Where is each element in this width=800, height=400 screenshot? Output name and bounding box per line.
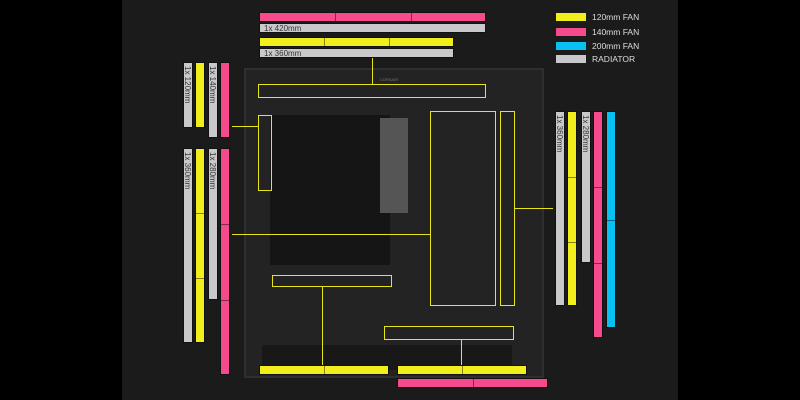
top-120mm-fans-bar bbox=[259, 37, 454, 47]
top-mount-outline bbox=[258, 84, 486, 98]
top-360mm-radiator-bar: 1x 360mm bbox=[259, 48, 454, 58]
front-mount-outline bbox=[500, 111, 515, 306]
front-200mm-fans-bar bbox=[606, 111, 616, 328]
bottom-120mm-fans-bar-left bbox=[259, 365, 389, 375]
rear-leader-line bbox=[232, 126, 258, 127]
rear-140mm-fan-bar bbox=[220, 62, 230, 138]
bottom-left-leader-line bbox=[322, 287, 323, 365]
front-360mm-radiator-bar: 1x 360mm bbox=[555, 111, 565, 306]
legend-swatch-gray bbox=[556, 55, 586, 63]
bottom-mount-outline-left bbox=[272, 275, 392, 287]
bottom-right-leader-line bbox=[461, 340, 462, 365]
front-120mm-fans-bar bbox=[567, 111, 577, 306]
bottom-mount-outline-right bbox=[384, 326, 514, 340]
legend-item-radiator: RADIATOR bbox=[556, 54, 635, 64]
legend-swatch-cyan bbox=[556, 42, 586, 50]
bottom-140mm-fans-bar bbox=[397, 378, 548, 388]
side-mount-outline bbox=[430, 111, 496, 306]
legend-label: 140mm FAN bbox=[592, 27, 640, 37]
side-leader-line bbox=[232, 234, 430, 235]
side-360mm-radiator-bar: 1x 360mm bbox=[183, 148, 193, 343]
legend-swatch-pink bbox=[556, 28, 586, 36]
top-140mm-fans-bar bbox=[259, 12, 486, 22]
legend-item-200mm-fan: 200mm FAN bbox=[556, 41, 639, 51]
cpu-cooler bbox=[380, 118, 408, 213]
motherboard-area bbox=[270, 115, 390, 265]
legend-label: 120mm FAN bbox=[592, 12, 640, 22]
legend-label: RADIATOR bbox=[592, 54, 636, 64]
side-120mm-fans-bar bbox=[195, 148, 205, 343]
rear-mount-outline bbox=[258, 115, 272, 191]
rear-120mm-fan-bar bbox=[195, 62, 205, 128]
side-140mm-fans-bar bbox=[220, 148, 230, 375]
front-280mm-radiator-bar: 1x 280mm bbox=[581, 111, 591, 263]
case-brand-logo: CORSAIR bbox=[379, 77, 399, 82]
bottom-120mm-fans-bar-right bbox=[397, 365, 527, 375]
rear-140mm-radiator-bar: 1x 140mm bbox=[208, 62, 218, 138]
legend-item-140mm-fan: 140mm FAN bbox=[556, 27, 639, 37]
front-leader-line bbox=[515, 208, 553, 209]
rear-120mm-radiator-bar: 1x 120mm bbox=[183, 62, 193, 128]
side-280mm-radiator-bar: 1x 280mm bbox=[208, 148, 218, 300]
top-leader-line bbox=[372, 58, 373, 84]
legend-item-120mm-fan: 120mm FAN bbox=[556, 12, 639, 22]
front-140mm-fans-bar bbox=[593, 111, 603, 338]
legend-swatch-yellow bbox=[556, 13, 586, 21]
legend-label: 200mm FAN bbox=[592, 41, 640, 51]
top-420mm-radiator-bar: 1x 420mm bbox=[259, 23, 486, 33]
